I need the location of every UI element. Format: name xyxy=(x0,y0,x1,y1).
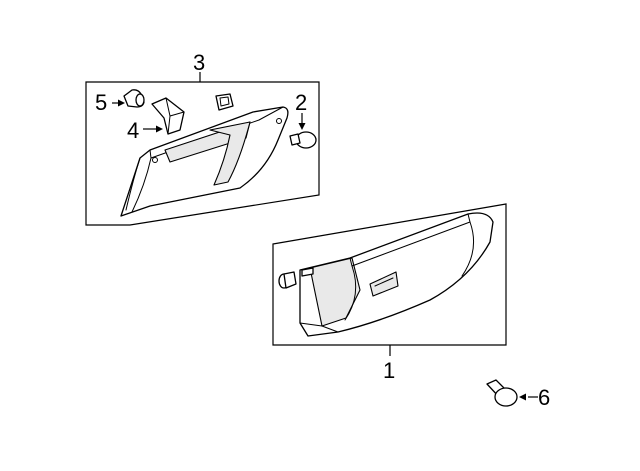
clip-part xyxy=(215,93,234,111)
callout-4-arrow xyxy=(156,125,163,133)
callout-2-label: 2 xyxy=(295,90,307,115)
callout-6-label: 6 xyxy=(538,385,550,410)
bulb-part-5 xyxy=(123,89,145,108)
callout-5-arrow xyxy=(118,99,125,107)
push-pin-part-6 xyxy=(486,379,518,407)
door-group-frame xyxy=(85,81,320,226)
bin-group-frame xyxy=(272,203,507,346)
glove-box-door xyxy=(120,106,289,217)
callout-4-label: 4 xyxy=(127,118,139,143)
callout-6-arrow xyxy=(519,393,526,401)
callout-5-label: 5 xyxy=(95,90,107,115)
callout-3-label: 3 xyxy=(193,50,205,75)
glove-box-bin xyxy=(299,212,494,337)
bin-stop-bumper xyxy=(278,271,297,289)
callout-1-label: 1 xyxy=(383,358,395,383)
bumper-part-2 xyxy=(289,131,317,149)
latch-bracket-part-4 xyxy=(151,97,185,135)
callout-2-arrow xyxy=(298,123,306,130)
